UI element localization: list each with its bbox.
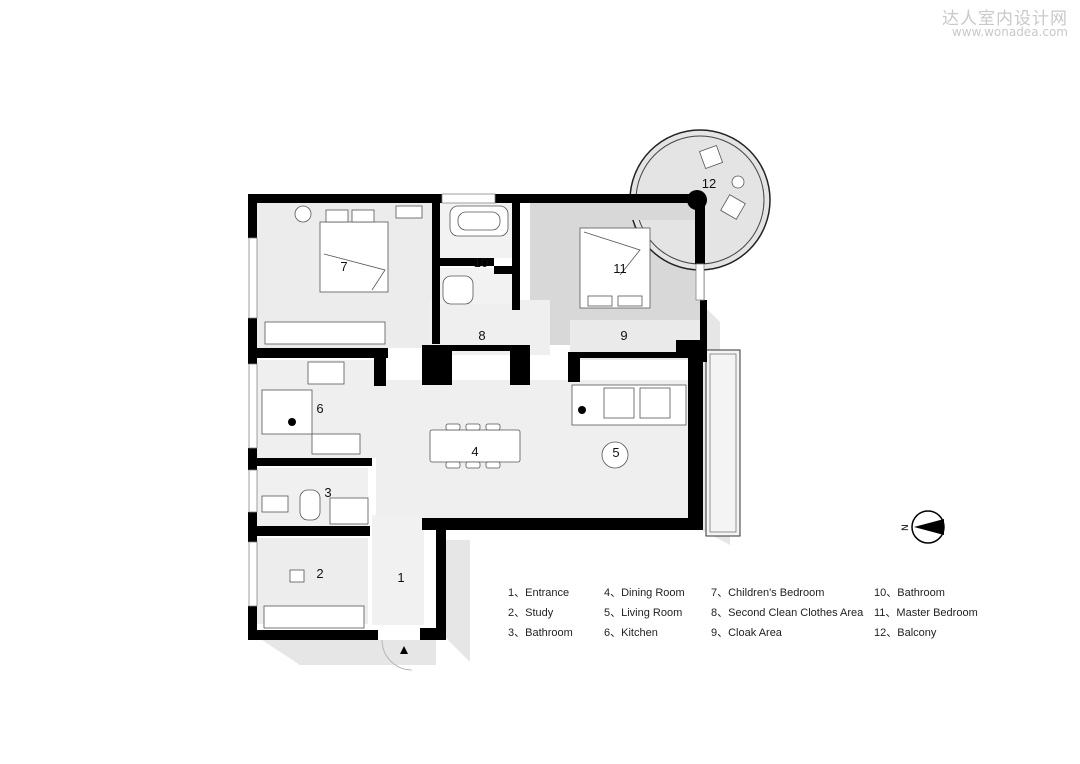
bed-childrens — [319, 221, 389, 293]
room-11-label: 11 — [613, 261, 627, 276]
room-1-label: 1 — [397, 570, 404, 585]
room-12-label: 12 — [702, 176, 716, 191]
walls — [248, 194, 707, 640]
north-label: N — [901, 524, 911, 531]
legend-item: 9、Cloak Area — [711, 627, 782, 639]
north-arrow-icon: N — [901, 510, 945, 544]
legend-item: 2、Study — [508, 607, 554, 619]
furniture — [261, 144, 746, 629]
room-6-label: 6 — [316, 401, 323, 416]
legend-item: 5、Living Room — [604, 607, 683, 619]
legend-item: 10、Bathroom — [874, 587, 945, 599]
room-8-label: 8 — [478, 328, 485, 343]
room-7-label: 7 — [340, 259, 347, 274]
fixture-dot — [694, 478, 702, 486]
room-labels: 1 2 3 4 5 6 7 8 9 10 11 12 — [316, 176, 716, 585]
fixture-dot — [288, 418, 296, 426]
legend-item: 11、Master Bedroom — [874, 607, 978, 619]
watermark-url: www.wonadea.com — [951, 25, 1068, 39]
entrance-arrow-icon — [400, 646, 408, 654]
legend-item: 4、Dining Room — [604, 587, 685, 599]
room-5-label: 5 — [612, 445, 619, 460]
legend-item: 1、Entrance — [508, 587, 570, 599]
column — [687, 190, 707, 210]
legend-item: 12、Balcony — [874, 627, 937, 639]
room-9-label: 9 — [620, 328, 627, 343]
bed-master — [579, 227, 651, 309]
legend-item: 8、Second Clean Clothes Area — [711, 607, 864, 619]
fixture-dot — [578, 406, 586, 414]
room-2-label: 2 — [316, 566, 323, 581]
room-10-label: 10 — [474, 255, 488, 270]
legend-item: 6、Kitchen — [604, 627, 658, 639]
room-4-label: 4 — [471, 444, 478, 459]
master-floor-patch — [530, 200, 700, 220]
legend-item: 7、Children's Bedroom — [711, 587, 825, 599]
room-3-label: 3 — [324, 485, 331, 500]
watermark-title: 达人室内设计网 — [942, 9, 1068, 29]
legend-item: 3、Bathroom — [508, 627, 573, 639]
windows — [248, 193, 705, 607]
